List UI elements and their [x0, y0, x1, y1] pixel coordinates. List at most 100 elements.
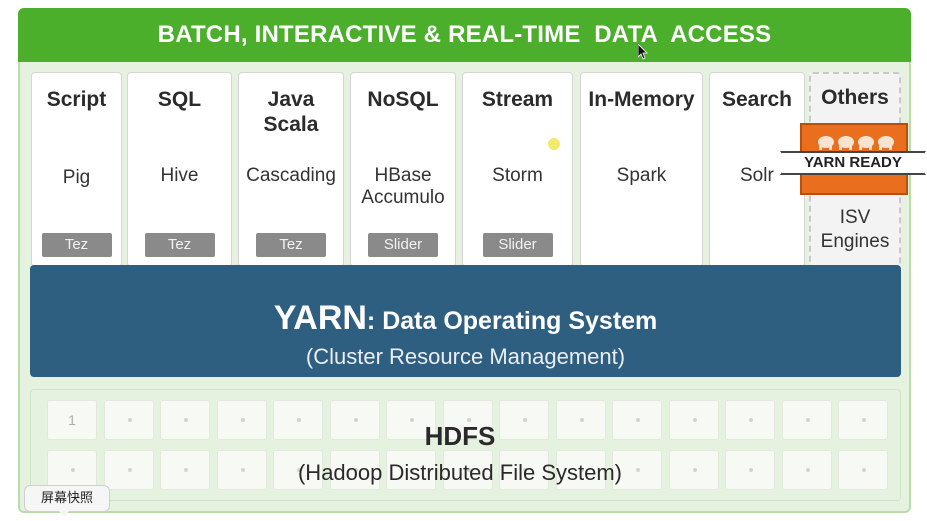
engine-column-nosql: NoSQL HBase Accumulo Slider [350, 72, 456, 280]
hdfs-block-dot [466, 418, 471, 422]
engine-tool: Solr [740, 165, 774, 186]
hdfs-block-dot [410, 468, 414, 472]
hdfs-block [781, 400, 832, 440]
hdfs-block-dot [240, 468, 245, 472]
engine-tool: Hive [160, 165, 199, 186]
hdfs-block-dot [749, 468, 753, 472]
engine-category: Script [46, 88, 107, 111]
yarn-subtitle: (Cluster Resource Management) [305, 344, 626, 369]
hdfs-block [555, 400, 606, 440]
hdfs-label: HDFS (Hadoop Distributed File System) [250, 421, 670, 486]
hdfs-block [386, 450, 436, 490]
hdfs-block-dot [805, 468, 810, 472]
hdfs-block [103, 450, 154, 490]
hdfs-block [725, 400, 775, 440]
hdfs-block [273, 450, 323, 490]
hdfs-block-dot [636, 418, 640, 422]
hdfs-block-dot [692, 468, 697, 472]
hdfs-block-dot [297, 418, 301, 422]
engine-category: Stream [481, 88, 554, 111]
engine-tool: Pig [62, 167, 91, 188]
hdfs-block [668, 400, 719, 440]
mouse-pointer-icon [638, 44, 648, 60]
engine-badge: Tez [144, 233, 215, 257]
hdfs-block-dot [297, 468, 301, 472]
engine-badge: Tez [256, 233, 326, 257]
engine-column-in-memory: In-Memory Spark [580, 72, 703, 280]
engine-badge: Slider [368, 233, 438, 257]
yarn-ready-ribbon: YARN READY [780, 151, 926, 175]
yarn-title-rest: : Data Operating System [366, 307, 658, 335]
engine-tool: Spark [616, 165, 667, 186]
engine-tool: Cascading [246, 165, 336, 186]
hdfs-block [216, 450, 267, 490]
data-access-title: BATCH, INTERACTIVE & REAL-TIME DATA ACCE… [157, 21, 772, 48]
hdfs-block-dot [466, 468, 471, 472]
yarn-name: YARN [273, 299, 367, 337]
engine-tool: HBase Accumulo [361, 165, 445, 208]
engine-category: NoSQL [367, 88, 439, 111]
hdfs-block-dot [127, 468, 132, 472]
data-access-header: BATCH, INTERACTIVE & REAL-TIME DATA ACCE… [18, 8, 911, 62]
yarn-title: YARN: Data Operating System [30, 299, 901, 338]
hdfs-block-dot [127, 418, 132, 422]
hdfs-block-number: 1 [68, 412, 76, 428]
hdfs-block [668, 450, 719, 490]
engine-column-stream: Stream Storm Slider [462, 72, 573, 280]
hdfs-block-dot [353, 418, 358, 422]
hdfs-block-dot [240, 418, 245, 422]
hdfs-block [499, 400, 549, 440]
hdfs-block [612, 450, 662, 490]
hdfs-block-dot [71, 468, 75, 472]
hdfs-subtitle: (Hadoop Distributed File System) [297, 460, 622, 485]
engine-category: Java Scala [263, 88, 319, 136]
engine-column-sql: SQL Hive Tez [127, 72, 232, 280]
engine-column-script: Script Pig Tez [31, 72, 122, 280]
engine-tool: ISV Engines [820, 207, 890, 252]
hdfs-block [781, 450, 832, 490]
engine-tool: Storm [492, 165, 543, 186]
engine-badge: Tez [41, 233, 112, 257]
hdfs-block-dot [410, 418, 414, 422]
hdfs-block [329, 450, 380, 490]
hdfs-block-dot [184, 468, 188, 472]
hdfs-block-dot [805, 418, 810, 422]
engine-badge: Slider [482, 233, 553, 257]
hdfs-block [216, 400, 267, 440]
engine-column-java-scala: Java Scala Cascading Tez [238, 72, 344, 280]
engine-category: SQL [157, 88, 202, 111]
hdfs-block-dot [184, 418, 188, 422]
hdfs-block [838, 400, 888, 440]
engine-category: Search [721, 88, 793, 111]
hdfs-block-dot [523, 418, 527, 422]
hdfs-block [838, 450, 888, 490]
hdfs-block [442, 400, 493, 440]
elephants-icon [818, 136, 894, 150]
hdfs-block-dot [692, 418, 697, 422]
hdfs-block [273, 400, 323, 440]
screenshot-tooltip: 屏幕快照 [24, 485, 110, 512]
hdfs-block-dot [353, 468, 358, 472]
hdfs-block: 1 [47, 400, 97, 440]
hdfs-block [612, 400, 662, 440]
hdfs-title: HDFS [424, 421, 496, 451]
hdfs-layer: 1 [30, 389, 901, 501]
hdfs-block [725, 450, 775, 490]
hdfs-block-dot [579, 468, 584, 472]
hdfs-block [160, 450, 210, 490]
hdfs-block [555, 450, 606, 490]
hdfs-block-dot [862, 418, 866, 422]
hdfs-block [442, 450, 493, 490]
hdfs-block-dot [579, 418, 584, 422]
hdfs-block [329, 400, 380, 440]
hdfs-block [386, 400, 436, 440]
hdfs-block [160, 400, 210, 440]
hdfs-block [47, 450, 97, 490]
pointer-highlight [548, 138, 560, 150]
engine-category: In-Memory [588, 88, 695, 111]
yarn-layer: YARN: Data Operating System (Cluster Res… [30, 265, 901, 377]
hdfs-block [499, 450, 549, 490]
hdfs-block-dot [523, 468, 527, 472]
hdfs-block-dot [749, 418, 753, 422]
